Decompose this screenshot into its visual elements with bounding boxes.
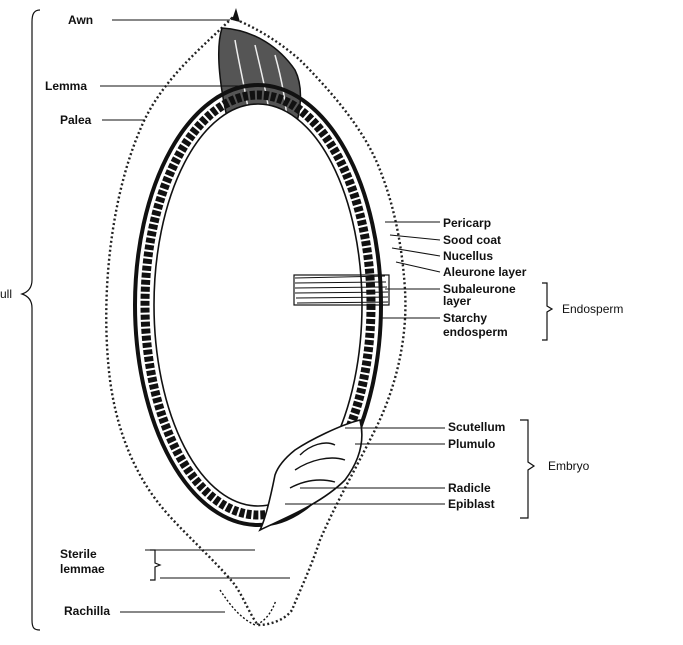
embryo-shape (258, 419, 363, 532)
label-radicle: Radicle (448, 481, 491, 495)
label-scutellum: Scutellum (448, 420, 505, 434)
label-awn: Awn (68, 13, 93, 27)
label-sterile-lemmae-2: lemmae (60, 562, 105, 576)
label-lemma: Lemma (45, 79, 87, 93)
whole-grain-label: ull (0, 287, 12, 301)
label-rachilla: Rachilla (64, 604, 110, 618)
label-subaleurone-1: Subaleurone (443, 282, 516, 296)
label-palea: Palea (60, 113, 92, 127)
whole-grain-brace (20, 9, 41, 631)
embryo-brace (520, 419, 536, 519)
awn-shape (232, 8, 240, 22)
grain-illustration (105, 8, 407, 627)
left-labels: Awn Lemma Palea Sterile lemmae Rachilla (45, 13, 290, 618)
label-epiblast: Epiblast (448, 497, 495, 511)
right-labels: Pericarp Sood coat Nucellus Aleurone lay… (285, 216, 623, 519)
label-seed-coat: Sood coat (443, 233, 501, 247)
label-starchy-endosperm-2: endosperm (443, 325, 508, 339)
husk-outline (105, 16, 407, 627)
group-embryo: Embryo (548, 459, 590, 473)
label-pericarp: Pericarp (443, 216, 491, 230)
label-starchy-endosperm-1: Starchy (443, 311, 487, 325)
group-endosperm: Endosperm (562, 302, 623, 316)
label-subaleurone-2: layer (443, 294, 471, 308)
endosperm-brace (542, 282, 554, 341)
rachilla-shape (219, 589, 277, 626)
subaleurone-patch (293, 274, 390, 306)
label-sterile-lemmae-1: Sterile (60, 547, 97, 561)
label-nucellus: Nucellus (443, 249, 493, 263)
label-plumule: Plumulo (448, 437, 495, 451)
label-aleurone-layer: Aleurone layer (443, 265, 527, 279)
